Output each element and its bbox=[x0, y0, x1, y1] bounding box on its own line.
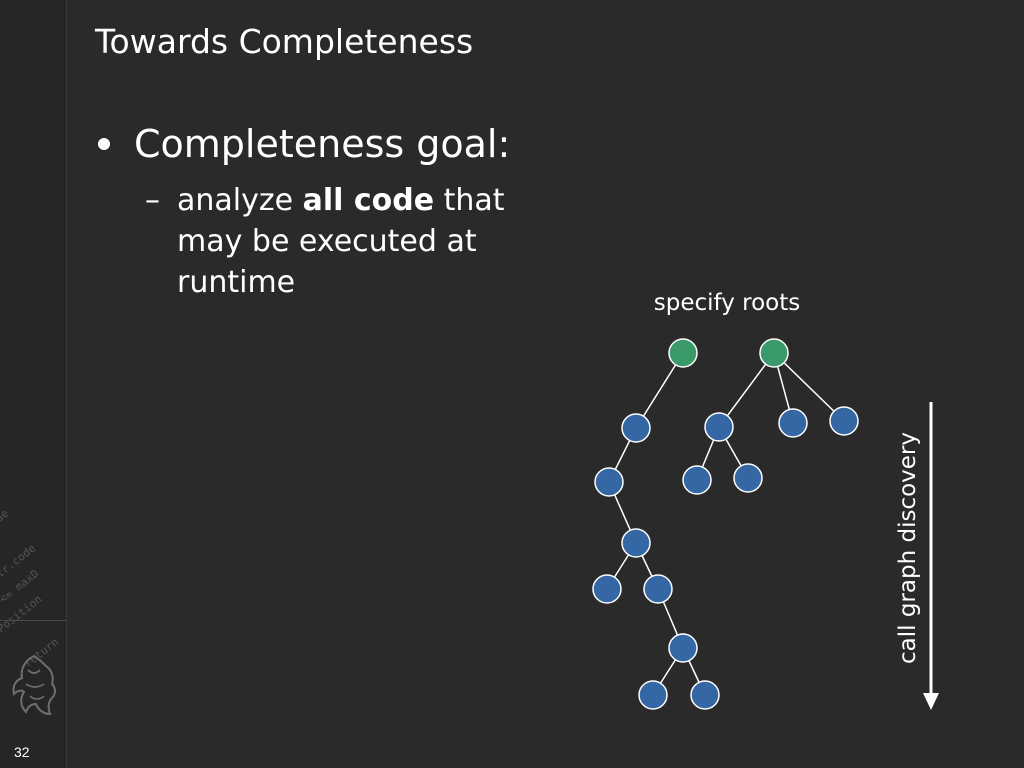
sidebar-divider bbox=[0, 620, 66, 621]
slide-number: 32 bbox=[14, 744, 30, 760]
sidebar: Delimiters.indexOf tion); ) && isDelim c… bbox=[0, 0, 67, 768]
root-node bbox=[759, 338, 789, 368]
graph-node bbox=[621, 528, 651, 558]
graph-node bbox=[594, 467, 624, 497]
graph-node bbox=[668, 633, 698, 663]
discovery-arrow-head-icon bbox=[923, 693, 939, 710]
graph-node bbox=[592, 574, 622, 604]
graph-edges bbox=[606, 352, 845, 696]
graph-edge bbox=[635, 352, 684, 429]
graph-nodes bbox=[592, 338, 859, 710]
graph-node bbox=[733, 463, 763, 493]
graph-node bbox=[643, 574, 673, 604]
graph-node bbox=[829, 406, 859, 436]
root-node bbox=[668, 338, 698, 368]
graph-edge bbox=[773, 352, 845, 422]
sub-bullet-dash: – bbox=[145, 183, 160, 218]
griffin-logo-icon bbox=[12, 654, 56, 716]
graph-node bbox=[621, 413, 651, 443]
slide-title: Towards Completeness bbox=[95, 22, 474, 61]
bullet-dot-icon bbox=[98, 138, 110, 150]
bullet-text: Completeness goal: bbox=[134, 122, 511, 166]
sub-bullet-text-post: that may be executed at runtime bbox=[177, 183, 505, 300]
sub-bullet-text: analyze all code that may be executed at… bbox=[177, 180, 525, 303]
graph-edge bbox=[718, 352, 775, 428]
graph-node bbox=[690, 680, 720, 710]
roots-label: specify roots bbox=[654, 290, 800, 316]
sub-bullet-text-bold: all code bbox=[302, 183, 435, 218]
sub-bullet-item: – analyze all code that may be executed … bbox=[145, 180, 525, 303]
bullet-item: Completeness goal: bbox=[96, 122, 510, 166]
graph-node bbox=[778, 408, 808, 438]
graph-node bbox=[704, 412, 734, 442]
graph-node bbox=[638, 680, 668, 710]
graph-node bbox=[682, 465, 712, 495]
discovery-label: call graph discovery bbox=[895, 432, 921, 664]
sub-bullet-text-pre: analyze bbox=[177, 183, 303, 218]
